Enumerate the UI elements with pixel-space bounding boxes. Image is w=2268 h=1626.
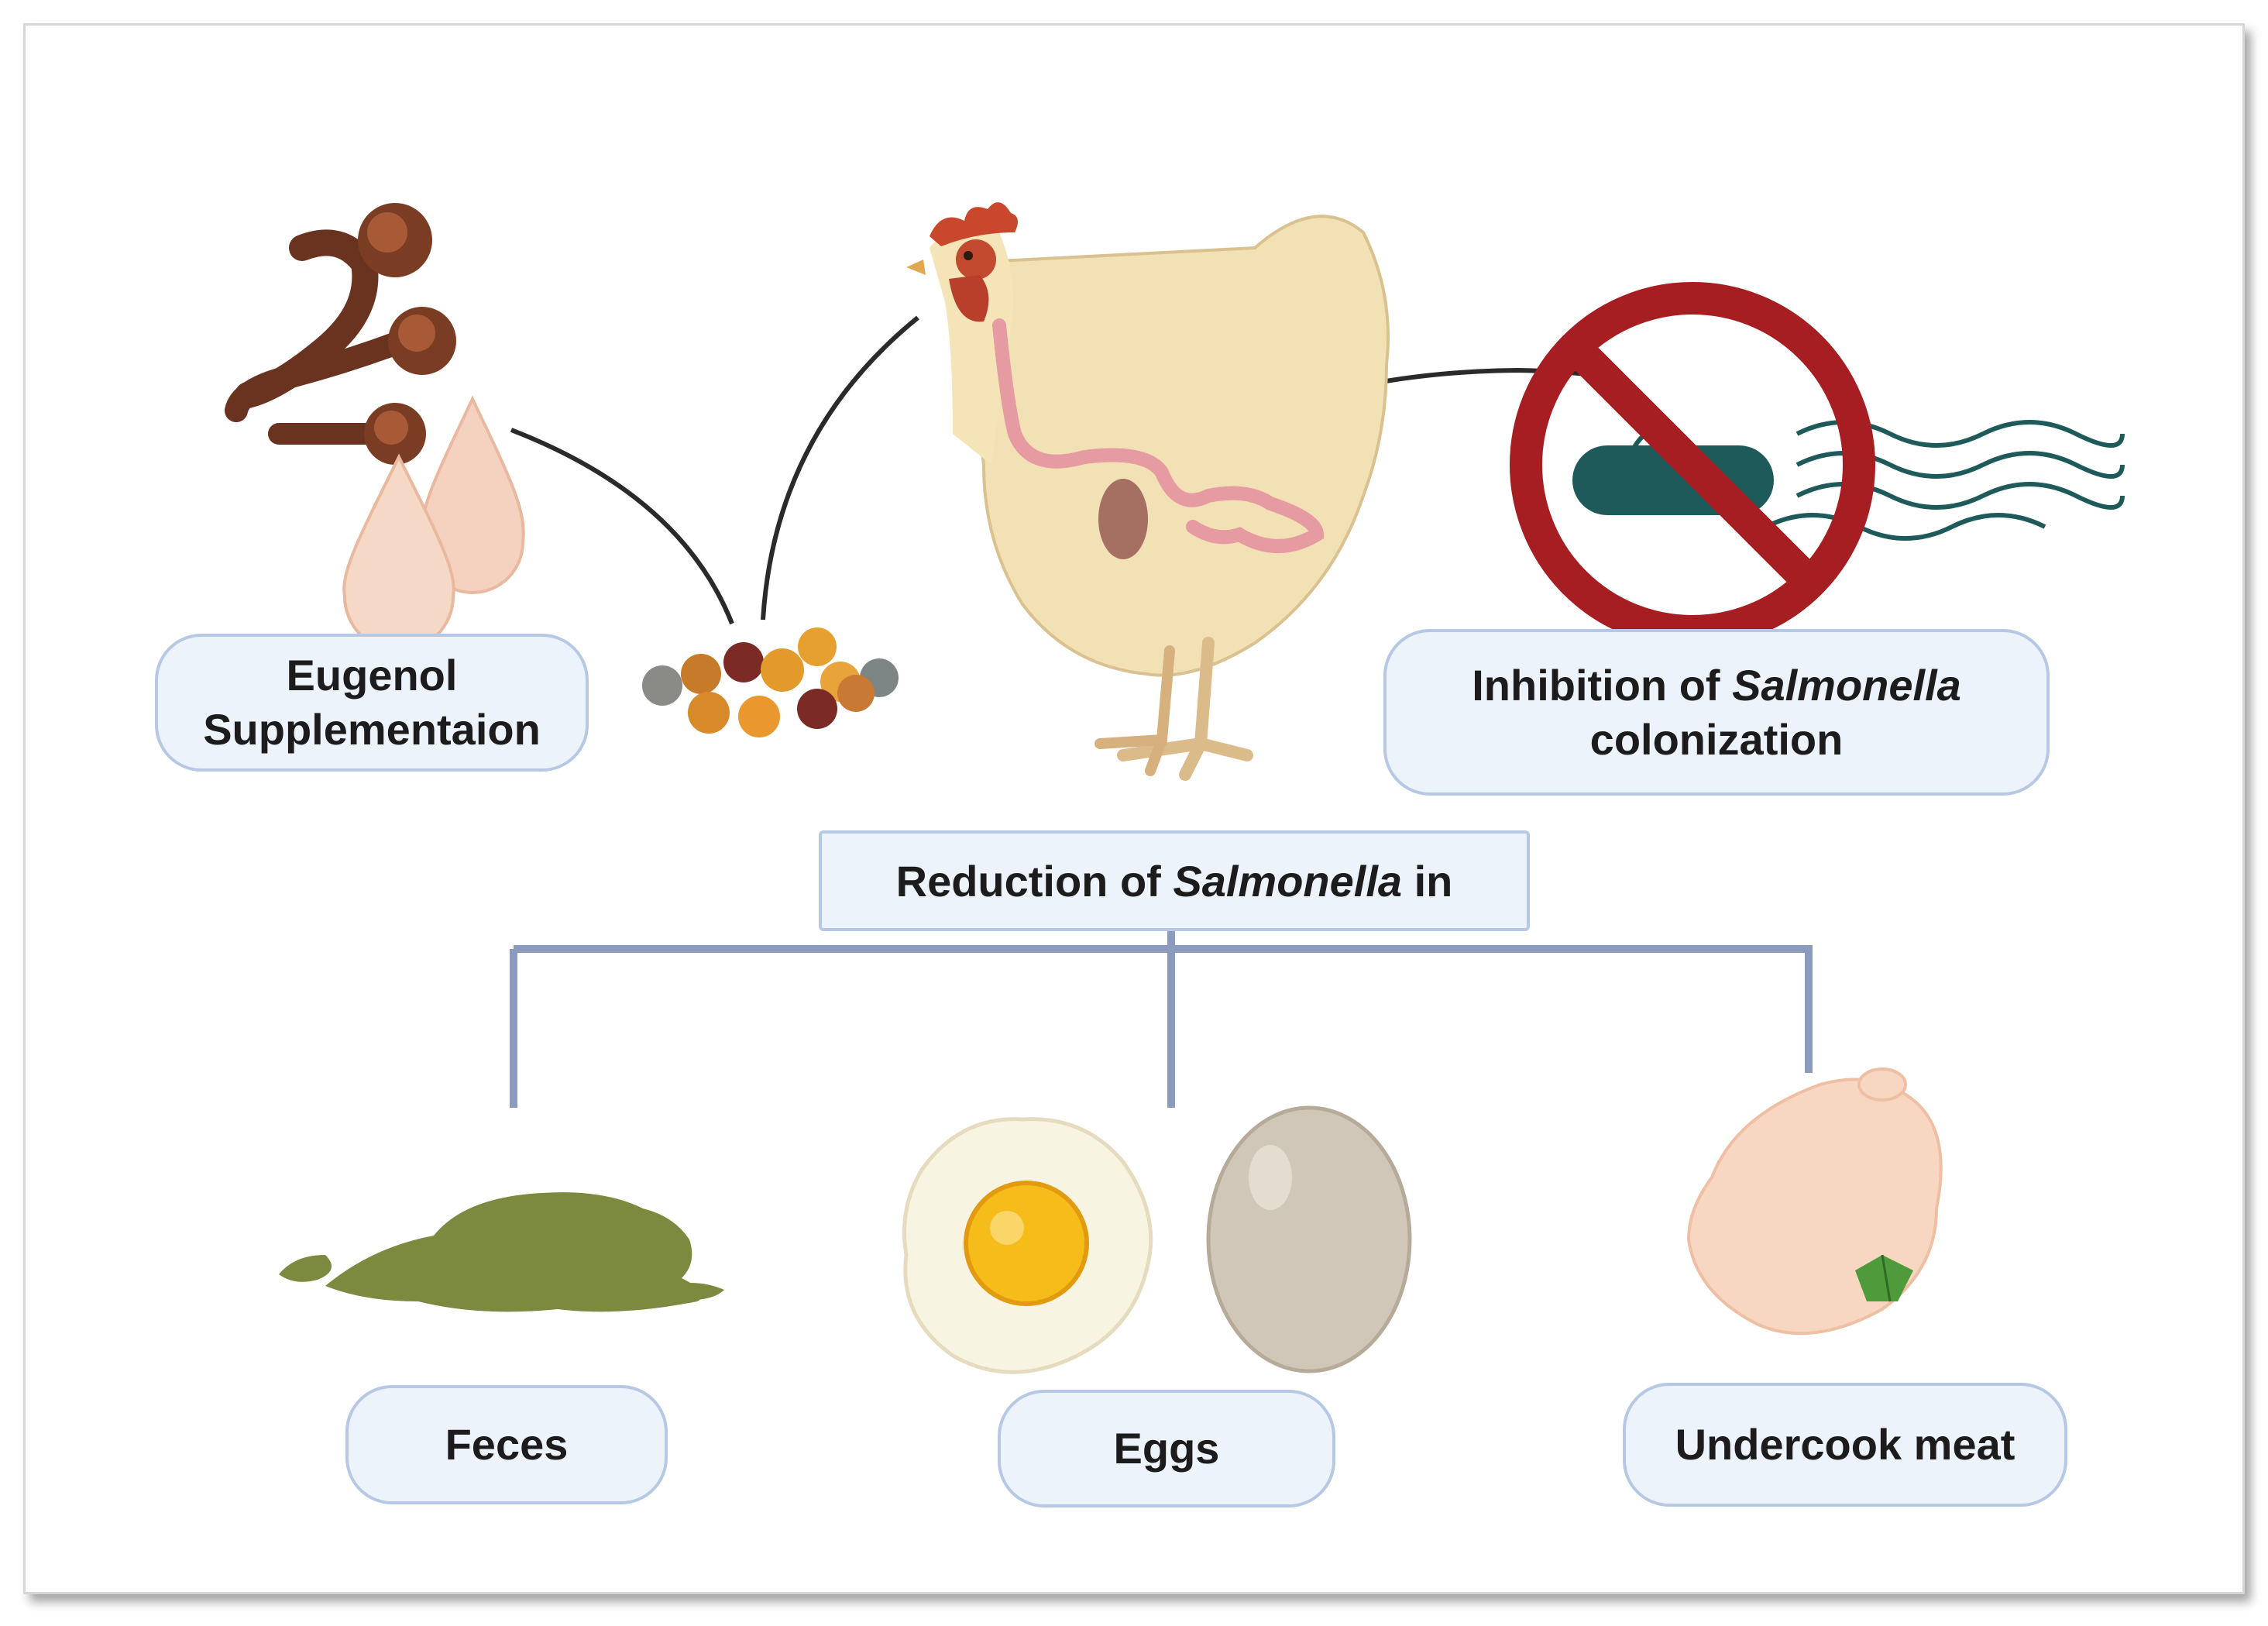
tree-connector [510,928,1813,1108]
reduction-text-post: in [1402,856,1453,906]
eugenol-line1: Eugenol [286,651,458,700]
egg-icon [1206,1105,1412,1373]
inhibition-line2: colonization [1589,714,1844,764]
eggs-label-box: Eggs [998,1390,1335,1507]
connector-feed-to-chicken [761,315,919,620]
chicken-icon [906,202,1390,781]
inhibition-label-box: Inhibition of Salmonella colonization [1383,629,2050,796]
raw-chicken-icon [1686,1067,1943,1336]
undercook-label: Undercook meat [1675,1420,2015,1469]
feces-label: Feces [445,1420,569,1469]
inhibition-text-italic: Salmonella [1732,660,1961,710]
eugenol-line2: Supplementaion [203,705,541,754]
undercook-label-box: Undercook meat [1623,1383,2067,1507]
connector-clove-to-feed [510,428,734,625]
no-bacteria-icon [1510,282,2125,648]
eugenol-label-box: Eugenol Supplementaion [155,634,589,772]
reduction-text-italic: Salmonella [1173,856,1403,906]
inhibition-text-pre: Inhibition of [1472,660,1733,710]
fried-egg-icon [902,1117,1153,1374]
clove-icon [225,203,456,465]
feces-icon [279,1192,724,1312]
feces-label-box: Feces [345,1385,668,1504]
oil-drop-icon [342,395,525,652]
inhibition-line1: Inhibition of Salmonella [1472,658,1961,713]
eggs-label: Eggs [1113,1424,1220,1473]
reduction-label-box: Reduction of Salmonella in [819,830,1530,931]
reduction-text-pre: Reduction of [895,856,1174,906]
feed-pellets-icon [642,627,899,737]
